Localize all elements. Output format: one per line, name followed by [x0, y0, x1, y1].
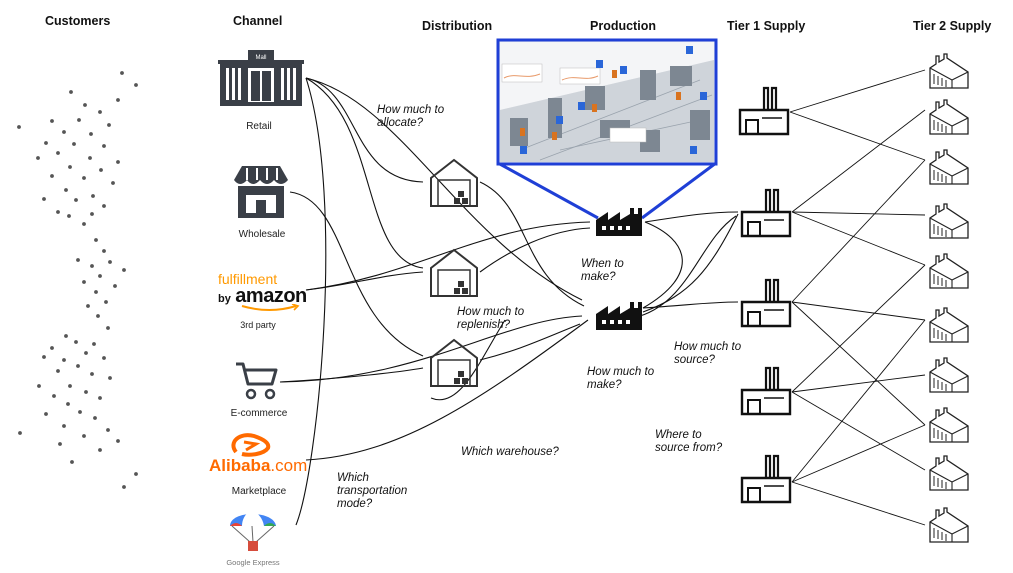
channel-3rd-party-label: 3rd party: [240, 320, 276, 330]
channel-retail-label: Retail: [246, 121, 272, 132]
production-connections: [639, 211, 739, 317]
warehouse-icon: [430, 338, 478, 387]
amazon-logo: fulfillment by amazon: [218, 272, 310, 312]
channel-connections: [279, 77, 591, 526]
header-channel: Channel: [233, 14, 283, 28]
header-production: Production: [590, 19, 656, 33]
channel-google-express-label: Google Express: [226, 558, 280, 567]
small-factory-icon: [929, 253, 969, 289]
customer-dots: [17, 71, 138, 489]
amazon-fulfillment-text: fulfillment: [218, 271, 278, 287]
header-tier1: Tier 1 Supply: [727, 19, 806, 33]
factory-outline-icon: [740, 366, 792, 416]
header-distribution: Distribution: [422, 19, 493, 33]
small-factory-icon: [929, 357, 969, 393]
alibaba-word: Alibaba: [209, 456, 271, 475]
small-factory-icon: [929, 455, 969, 491]
question-which-warehouse: Which warehouse?: [461, 446, 559, 458]
storefront-icon: [234, 166, 288, 218]
production-floor-image: [496, 38, 718, 220]
warehouse-icon: [430, 158, 478, 207]
warehouse-icon: [430, 248, 478, 297]
channel-ecommerce-label: E-commerce: [230, 408, 288, 419]
alibaba-logo-mark: [231, 433, 271, 457]
google-express-parachute-icon: [230, 510, 276, 551]
factory-outline-icon: [738, 86, 790, 136]
alibaba-logo: Alibaba.com: [209, 456, 307, 476]
header-customers: Customers: [45, 14, 111, 28]
tier-links: [789, 69, 926, 526]
small-factory-icon: [929, 203, 969, 239]
small-factory-icon: [929, 149, 969, 185]
factory-outline-icon: [740, 454, 792, 504]
alibaba-domain: .com: [270, 456, 308, 475]
small-factory-icon: [929, 507, 969, 543]
factory-icon: [596, 302, 642, 330]
small-factory-icon: [929, 99, 969, 135]
small-factory-icon: [929, 307, 969, 343]
amazon-smile-icon: [241, 304, 300, 311]
amazon-by-text: by: [218, 293, 231, 305]
mall-building-icon: Mall: [218, 50, 304, 106]
channel-marketplace-label: Marketplace: [231, 486, 287, 497]
small-factory-icon: [929, 53, 969, 89]
mall-sign: Mall: [255, 55, 266, 61]
header-tier2: Tier 2 Supply: [913, 19, 992, 33]
small-factory-icon: [929, 407, 969, 443]
amazon-word: amazon: [235, 285, 307, 307]
factory-outline-icon: [740, 278, 792, 328]
shopping-cart-icon: [236, 362, 278, 400]
channel-wholesale-label: Wholesale: [238, 229, 286, 240]
factory-outline-icon: [740, 188, 792, 238]
factory-icon: [596, 208, 642, 236]
